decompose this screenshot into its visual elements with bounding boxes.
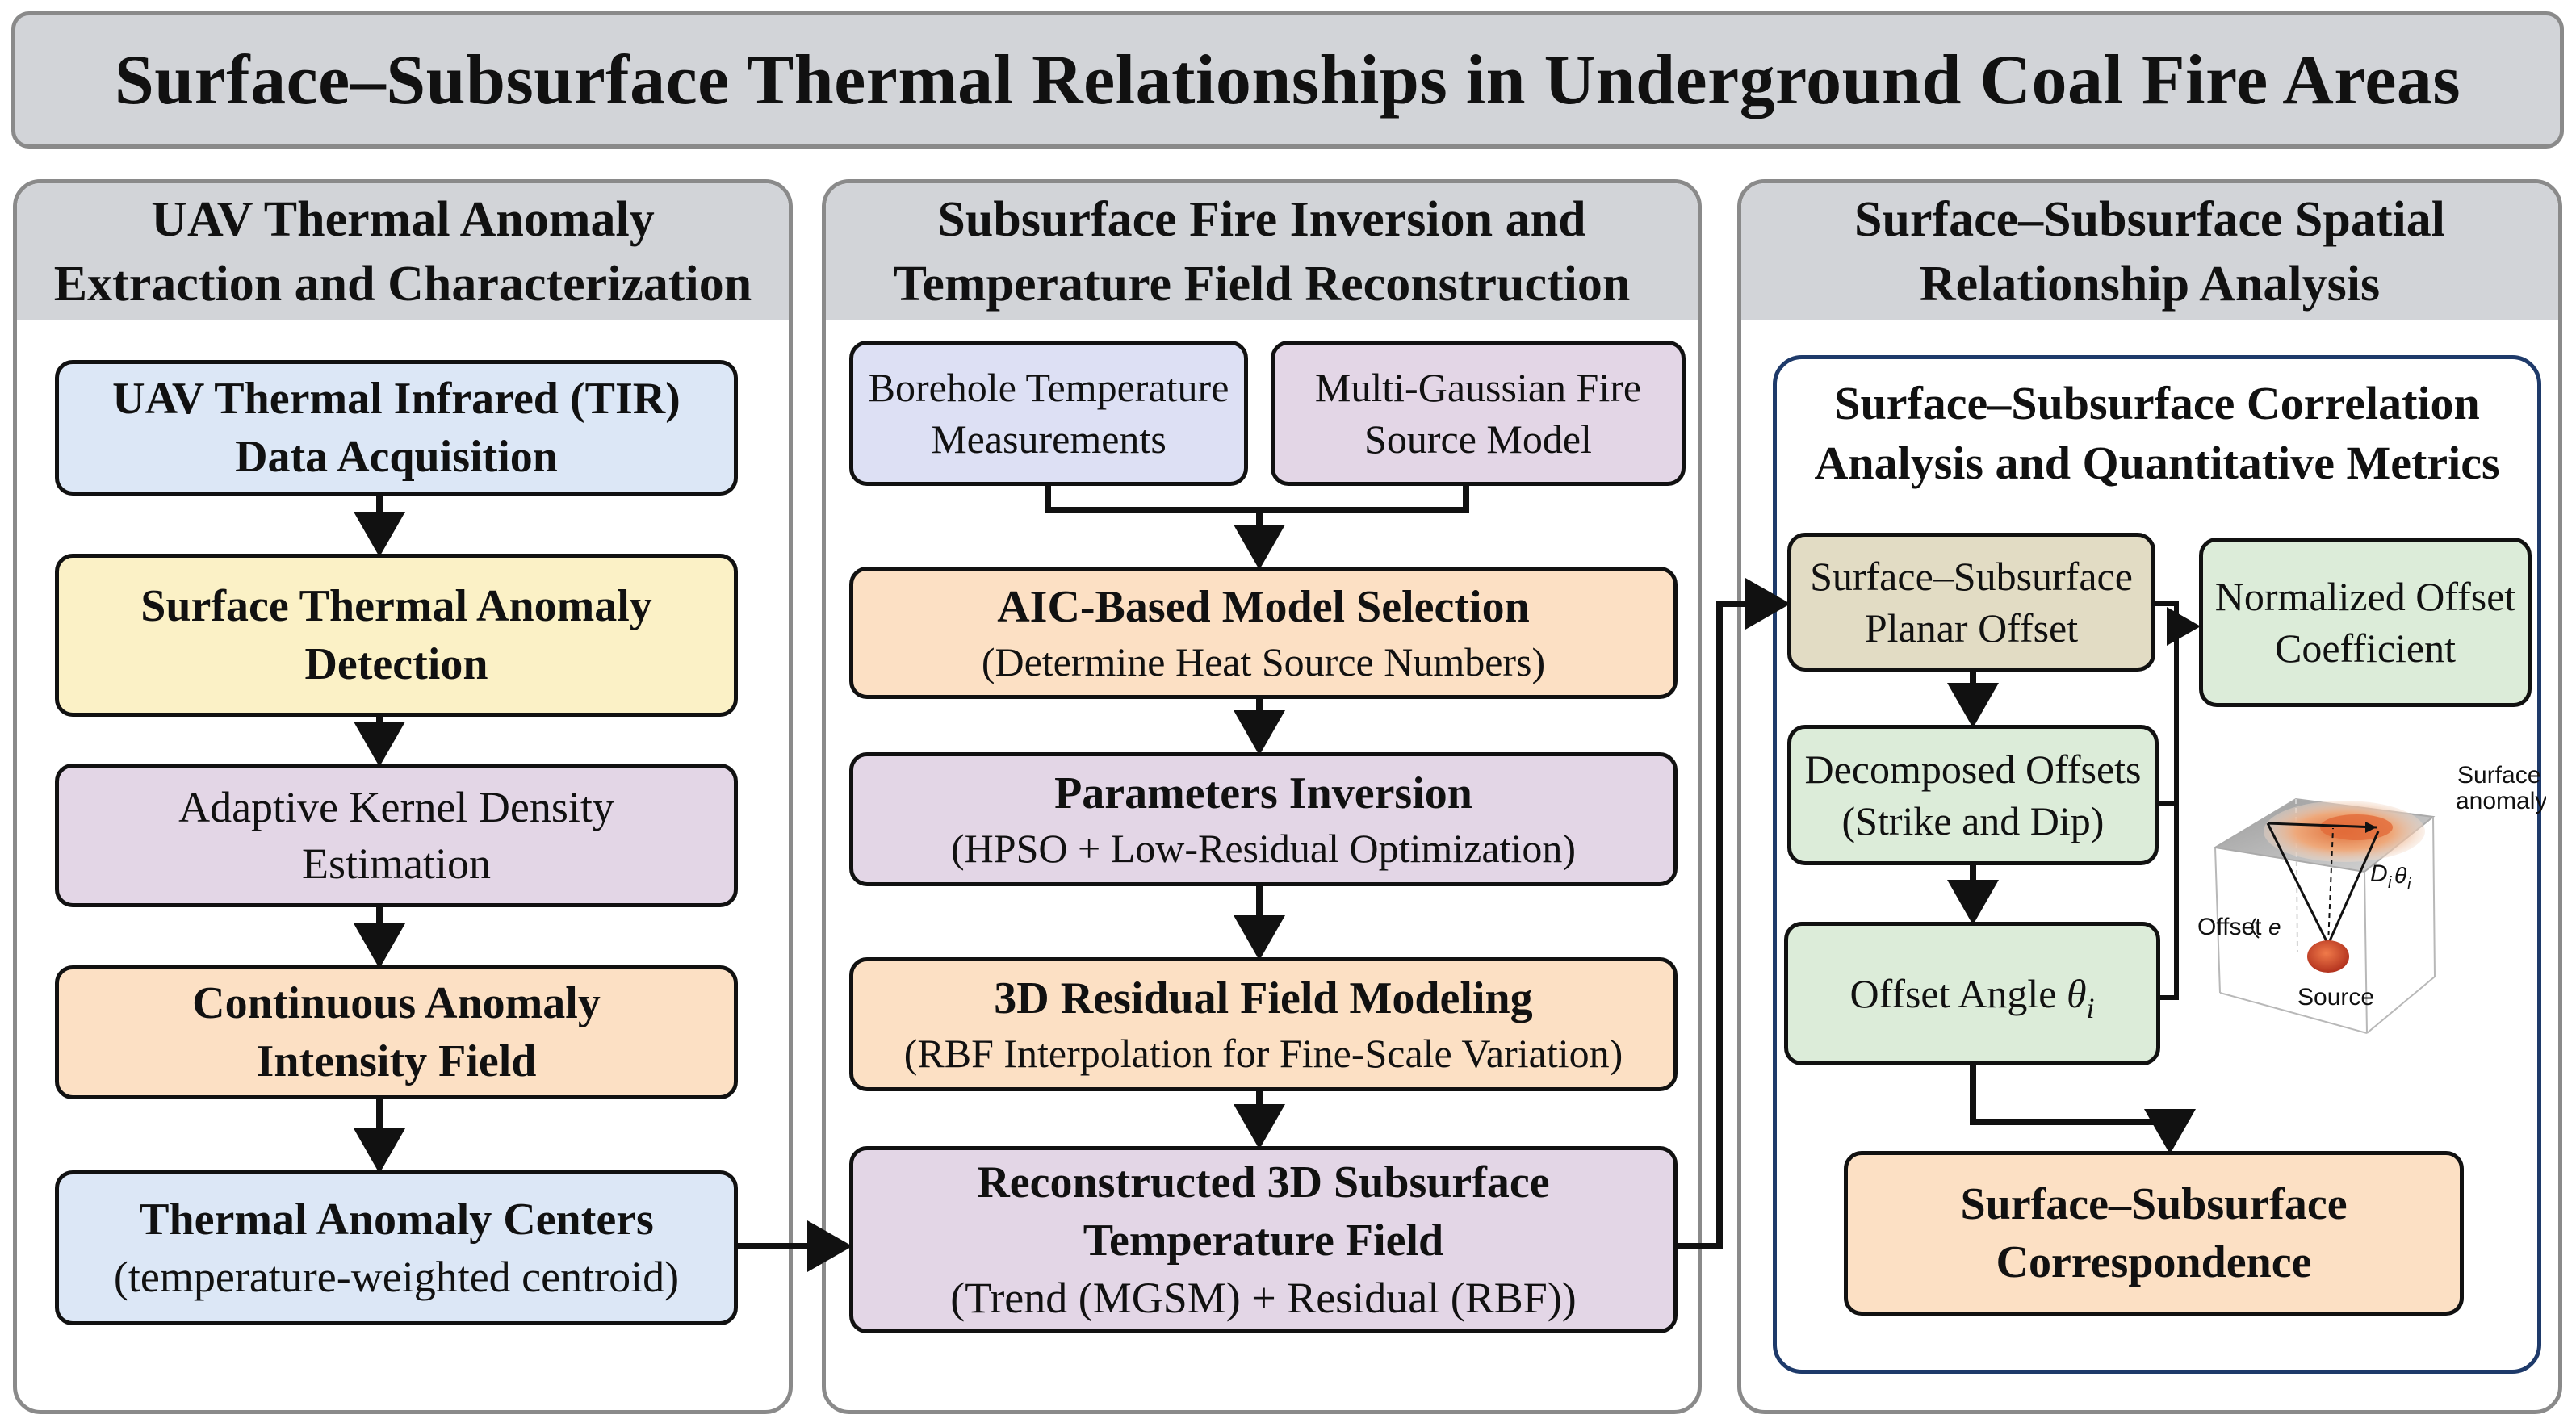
illustration-source xyxy=(2307,940,2349,973)
panel-heading-spatial: Surface–Subsurface Spatial Relationship … xyxy=(1741,183,2558,320)
inset-label-offset-symbol: e xyxy=(2268,914,2281,940)
inset-label-anomaly: anomaly xyxy=(2456,788,2546,814)
param-title: Parameters Inversion xyxy=(1054,768,1472,818)
box-planar-offset: Surface–Subsurface Planar Offset xyxy=(1787,533,2155,672)
offset-angle-symbol: θ xyxy=(2066,971,2087,1016)
box-tir-acquisition: UAV Thermal Infrared (TIR) Data Acquisit… xyxy=(55,360,738,496)
box-anomaly-centers: Thermal Anomaly Centers (temperature-wei… xyxy=(55,1170,738,1325)
subpanel-heading: Surface–Subsurface Correlation Analysis … xyxy=(1814,377,2500,489)
param-subtitle: (HPSO + Low-Residual Optimization) xyxy=(951,826,1576,871)
panel-heading-inversion: Subsurface Fire Inversion and Temperatur… xyxy=(826,183,1698,320)
residual-title: 3D Residual Field Modeling xyxy=(994,973,1533,1023)
box-reconstructed-field: Reconstructed 3D Subsurface Temperature … xyxy=(849,1146,1678,1333)
box-anomaly-detection: Surface Thermal Anomaly Detection xyxy=(55,554,738,717)
inset-label-offset: Offset xyxy=(2197,914,2262,940)
inset-label-surface: Surface xyxy=(2457,762,2540,789)
inset-label-theta: θ xyxy=(2394,863,2406,888)
reconstructed-subtitle: (Trend (MGSM) + Residual (RBF)) xyxy=(950,1274,1577,1322)
anomaly-centers-subtitle: (temperature-weighted centroid) xyxy=(113,1253,680,1301)
box-offset-angle: Offset Angle θ i xyxy=(1784,922,2160,1065)
box-intensity-field: Continuous Anomaly Intensity Field xyxy=(55,965,738,1099)
panel-heading-uav: UAV Thermal Anomaly Extraction and Chara… xyxy=(17,183,789,320)
box-residual-modeling: 3D Residual Field Modeling (RBF Interpol… xyxy=(849,957,1678,1091)
aic-title: AIC-Based Model Selection xyxy=(997,582,1530,632)
inset-label-d: D xyxy=(2370,860,2388,887)
box-borehole: Borehole Temperature Measurements xyxy=(849,341,1248,486)
inset-label-d-sub: i xyxy=(2388,874,2392,892)
anomaly-centers-title: Thermal Anomaly Centers xyxy=(139,1195,654,1245)
offset-illustration: Surface anomaly Offset e D i θ i Source xyxy=(2197,762,2546,1034)
main-title: Surface–Subsurface Thermal Relationships… xyxy=(11,11,2564,149)
reconstructed-title: Reconstructed 3D Subsurface Temperature … xyxy=(977,1157,1550,1266)
offset-angle-label: Offset Angle xyxy=(1849,971,2067,1016)
arrow-angle-to-correspondence xyxy=(1970,1065,2196,1154)
residual-subtitle: (RBF Interpolation for Fine-Scale Variat… xyxy=(903,1031,1623,1076)
arrow-reconstructed-to-planar xyxy=(1678,578,1791,1249)
box-aic-selection: AIC-Based Model Selection (Determine Hea… xyxy=(849,567,1678,699)
box-normalized-offset: Normalized Offset Coefficient xyxy=(2199,538,2532,707)
connector-inputs-merge xyxy=(1045,486,1469,513)
offset-angle-subscript: i xyxy=(2086,992,2095,1024)
aic-subtitle: (Determine Heat Source Numbers) xyxy=(981,639,1546,684)
inset-label-source: Source xyxy=(2297,984,2374,1011)
box-multi-gaussian: Multi-Gaussian Fire Source Model xyxy=(1271,341,1686,486)
inset-label-theta-sub: i xyxy=(2407,876,2411,894)
box-decomposed-offsets: Decomposed Offsets (Strike and Dip) xyxy=(1787,725,2159,865)
box-parameters-inversion: Parameters Inversion (HPSO + Low-Residua… xyxy=(849,752,1678,886)
